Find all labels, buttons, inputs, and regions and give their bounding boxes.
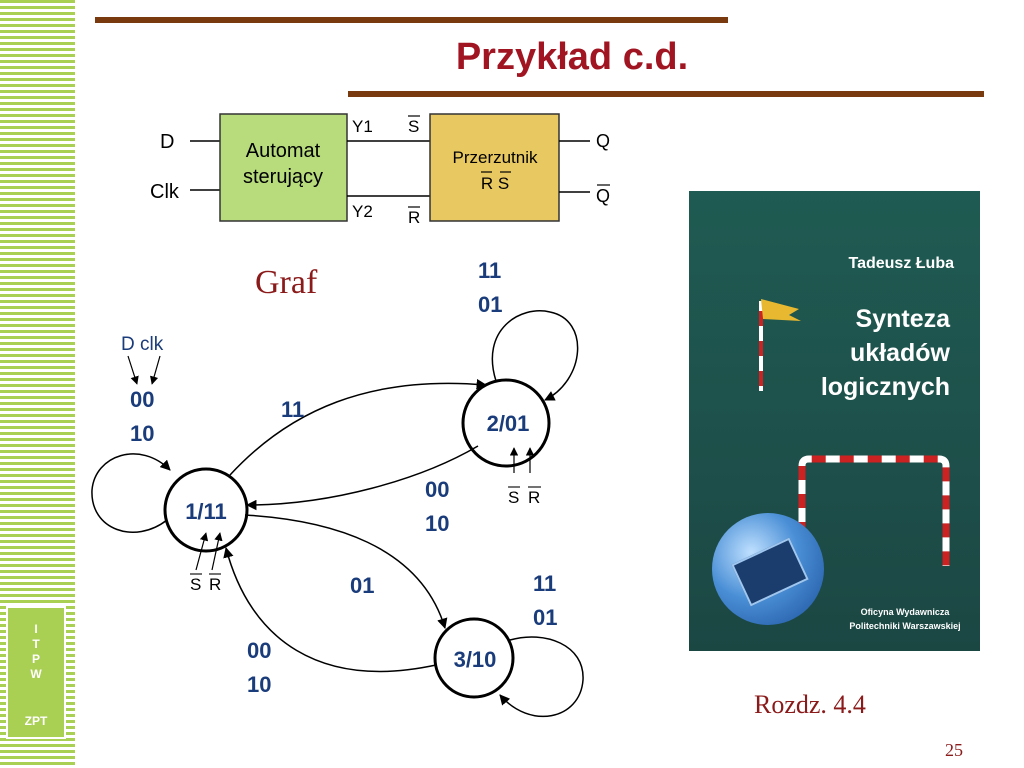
book-title-line-2: układów xyxy=(849,339,950,367)
book-cover-image: Tadeusz Łuba Synteza układów logicznych … xyxy=(689,191,980,651)
edge-3-to-1-label-a: 00 xyxy=(247,638,271,663)
state-2-node xyxy=(461,378,551,468)
state-2-s-label: S xyxy=(508,488,519,507)
clk-pointer-arrow xyxy=(150,355,161,385)
edge-2-to-1 xyxy=(245,445,479,511)
s-bar-label: S xyxy=(408,117,419,136)
qbar-label: Q xyxy=(596,186,610,206)
itpw-logo: I T P W ZPT xyxy=(6,606,66,739)
title-rule-top xyxy=(95,17,728,23)
automat-label-2: sterujący xyxy=(243,166,323,188)
state-1-r-label: R xyxy=(209,575,221,594)
flag-icon xyxy=(761,299,801,321)
flipflop-label-1: Przerzutnik xyxy=(452,148,538,167)
loop-2-edge xyxy=(491,310,579,401)
state-3-label: 3/10 xyxy=(454,647,497,672)
book-publisher: Oficyna Wydawnicza Politechniki Warszaws… xyxy=(835,605,975,633)
y2-label: Y2 xyxy=(352,202,373,221)
y1-label: Y1 xyxy=(352,117,373,136)
slide-title: Przykład c.d. xyxy=(455,36,689,78)
automat-label-1: Automat xyxy=(246,140,321,162)
block-diagram: D Clk Automat sterujący Y1 Y2 S R Przerz… xyxy=(150,113,610,227)
loop-2-label-a: 11 xyxy=(478,258,501,283)
state-1-s-label: S xyxy=(190,575,201,594)
state-1-s-arrow xyxy=(195,532,209,571)
edge-3-to-1 xyxy=(223,546,437,673)
logo-letters: I T P W xyxy=(30,622,42,681)
chapter-reference: Rozdz. 4.4 xyxy=(754,690,866,719)
book-cover-graphics xyxy=(759,299,950,566)
d-pointer-arrow xyxy=(127,355,139,385)
page-number: 25 xyxy=(945,740,963,760)
r-bar-label: R xyxy=(408,208,420,227)
edge-2-to-1-label-a: 00 xyxy=(425,477,449,502)
edge-3-to-1-label-b: 10 xyxy=(247,672,271,697)
edge-1-to-2 xyxy=(229,378,488,476)
title-rule-bottom xyxy=(348,91,984,97)
state-1-r-arrow xyxy=(211,532,223,571)
loop-1-label-a: 00 xyxy=(130,387,154,412)
loop-2-label-b: 01 xyxy=(478,292,502,317)
state-1-label: 1/11 xyxy=(185,499,227,524)
goal-frame xyxy=(798,455,950,566)
chip-icon xyxy=(731,537,809,607)
edge-1-to-2-label: 11 xyxy=(281,397,304,422)
book-title-line-1: Synteza xyxy=(855,305,950,333)
graph-heading: Graf xyxy=(255,264,318,301)
publisher-line-1: Oficyna Wydawnicza xyxy=(860,607,950,617)
input-clk-label: Clk xyxy=(150,181,180,203)
publisher-line-2: Politechniki Warszawskiej xyxy=(849,621,961,631)
loop-3-edge xyxy=(499,636,584,718)
logo-zpt: ZPT xyxy=(24,714,48,728)
globe-chip-image xyxy=(712,513,824,625)
flipflop-block xyxy=(429,113,560,222)
automat-block xyxy=(219,113,348,222)
input-label: D clk xyxy=(121,334,164,355)
edge-2-to-1-label-b: 10 xyxy=(425,511,449,536)
loop-1-label-b: 10 xyxy=(130,421,154,446)
book-title-line-3: logicznych xyxy=(820,373,950,401)
goal-stripes xyxy=(798,455,950,566)
q-label: Q xyxy=(596,131,610,151)
state-3-node xyxy=(433,617,515,699)
state-2-r-label: R xyxy=(528,488,540,507)
loop-1-edge xyxy=(91,453,171,533)
input-d-label: D xyxy=(160,131,174,153)
flipflop-label-2: R S xyxy=(481,174,509,193)
loop-3-label-b: 01 xyxy=(533,605,557,630)
loop-3-label-a: 11 xyxy=(533,571,556,596)
edge-1-to-3 xyxy=(244,514,448,630)
book-author: Tadeusz Łuba xyxy=(848,255,955,272)
state-2-label: 2/01 xyxy=(487,411,530,436)
book-title: Synteza układów logicznych xyxy=(730,302,950,404)
edge-1-to-3-label: 01 xyxy=(350,573,374,598)
state-graph: D clk 1/11 2/01 3/10 00 10 11 11 01 00 1… xyxy=(91,258,584,718)
